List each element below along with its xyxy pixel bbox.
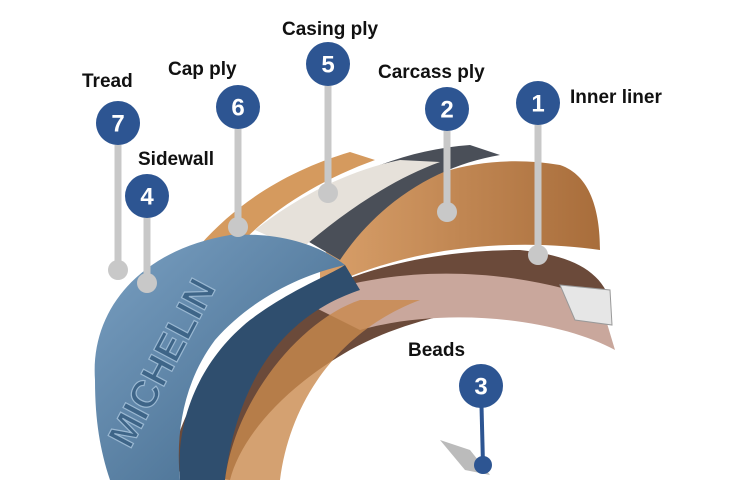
marker-5 <box>306 42 350 86</box>
label-sidewall: Sidewall <box>138 149 214 170</box>
label-carcass-ply: Carcass ply <box>378 62 485 83</box>
marker-1 <box>516 81 560 125</box>
marker-7 <box>96 101 140 145</box>
marker-4 <box>125 174 169 218</box>
marker-number-7: 7 <box>111 111 124 138</box>
pointer-dot-3 <box>474 456 492 474</box>
pointer-dot-4 <box>137 273 157 293</box>
marker-3 <box>459 364 503 408</box>
marker-number-2: 2 <box>440 97 453 124</box>
label-tread: Tread <box>82 71 133 92</box>
label-inner-liner: Inner liner <box>570 87 662 108</box>
marker-number-4: 4 <box>140 184 154 211</box>
carcass-layer <box>320 161 600 290</box>
tread-sidewall <box>94 234 345 480</box>
marker-6 <box>216 85 260 129</box>
belt-dark <box>280 145 500 260</box>
marker-number-1: 1 <box>531 91 544 118</box>
inner-liner-layer <box>300 273 615 350</box>
label-beads: Beads <box>408 340 465 361</box>
marker-2 <box>425 87 469 131</box>
pointer-dot-7 <box>108 260 128 280</box>
label-casing-ply: Casing ply <box>282 19 379 40</box>
marker-number-3: 3 <box>474 374 487 401</box>
marker-number-5: 5 <box>321 52 334 79</box>
pointer-dot-2 <box>437 202 457 222</box>
label-cap-ply: Cap ply <box>168 59 237 80</box>
pointer-dot-1 <box>528 245 548 265</box>
pointer-dot-5 <box>318 183 338 203</box>
pointer-dot-6 <box>228 217 248 237</box>
marker-number-6: 6 <box>231 95 244 122</box>
